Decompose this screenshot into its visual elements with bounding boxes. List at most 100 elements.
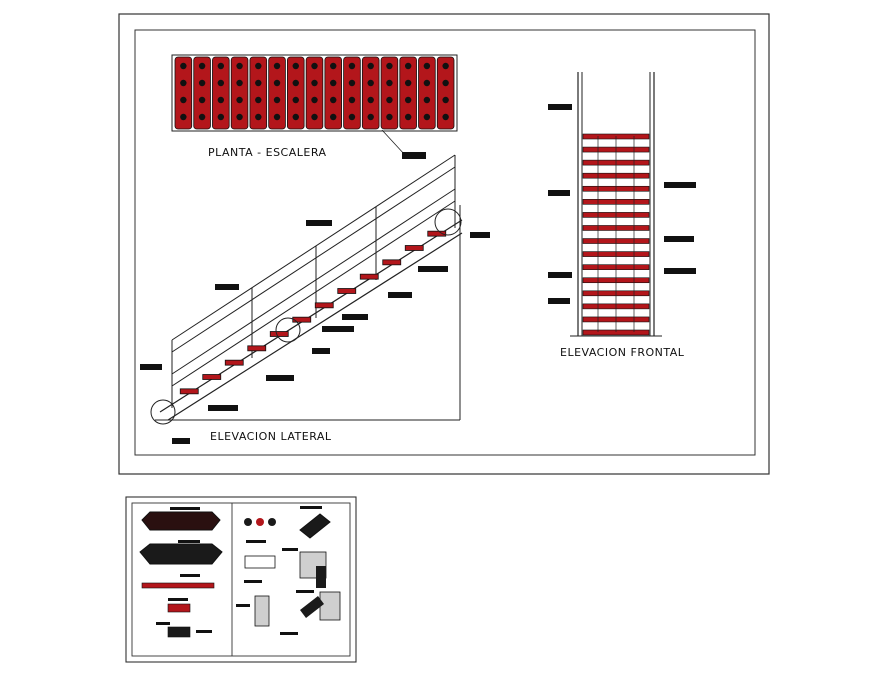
detail-sheet-outer-frame bbox=[125, 496, 357, 663]
plan-module-hole bbox=[348, 113, 356, 121]
lateral-step bbox=[269, 331, 289, 337]
frontal-title: ELEVACION FRONTAL bbox=[560, 346, 685, 359]
plan-module-hole bbox=[255, 96, 262, 104]
detail-bracket-1 bbox=[299, 513, 331, 539]
plan-module-hole bbox=[180, 79, 187, 87]
plan-module-body bbox=[193, 56, 211, 130]
plan-module-hole bbox=[311, 113, 318, 121]
callout-tag bbox=[215, 284, 239, 290]
lateral-step bbox=[224, 359, 244, 366]
detail-small-plate bbox=[167, 603, 191, 613]
detail-sheet bbox=[125, 496, 357, 663]
detail-section-2-core bbox=[316, 566, 326, 588]
plan-module bbox=[174, 56, 193, 130]
plan-module-body bbox=[380, 56, 399, 130]
callout-tag bbox=[548, 104, 572, 110]
main-sheet-inner-frame bbox=[134, 29, 756, 456]
plan-module-hole bbox=[273, 96, 281, 104]
lateral-steps bbox=[179, 230, 447, 395]
plan-module bbox=[286, 56, 305, 130]
lateral-step bbox=[179, 388, 199, 395]
plan-module-hole bbox=[404, 113, 412, 121]
plan-module-hole bbox=[273, 79, 281, 87]
detail-tag bbox=[280, 632, 298, 635]
plan-module-hole bbox=[236, 79, 243, 87]
detail-circle-bottom bbox=[150, 399, 176, 425]
plan-module-body bbox=[399, 56, 417, 130]
callout-tag bbox=[172, 438, 190, 444]
plan-module bbox=[361, 56, 380, 130]
callout-tag bbox=[266, 375, 294, 381]
detail-tag bbox=[196, 630, 212, 633]
plan-module-hole bbox=[236, 62, 243, 70]
plan-module-hole bbox=[442, 62, 449, 70]
callout-tag bbox=[664, 236, 694, 242]
detail-circle-middle bbox=[275, 317, 301, 343]
plan-module-hole bbox=[404, 96, 412, 104]
detail-bracket-2 bbox=[300, 596, 324, 618]
detail-tag bbox=[282, 548, 298, 551]
plan-module-hole bbox=[330, 62, 337, 70]
lateral-step bbox=[337, 288, 357, 294]
plan-module-body bbox=[324, 56, 343, 130]
plan-module-hole bbox=[292, 62, 299, 70]
plan-callout-tag bbox=[402, 152, 426, 159]
plan-module bbox=[230, 56, 249, 130]
plan-module bbox=[436, 56, 455, 130]
callout-tag bbox=[548, 190, 570, 196]
plan-module-body bbox=[230, 56, 249, 130]
detail-section-2 bbox=[299, 551, 327, 579]
detail-sheet-inner-frame bbox=[131, 502, 351, 657]
detail-step-profile-1 bbox=[141, 511, 221, 531]
detail-tag bbox=[156, 622, 170, 625]
lateral-step bbox=[314, 302, 334, 309]
plan-module-body bbox=[436, 56, 455, 130]
frontal-rungs bbox=[582, 133, 650, 336]
plan-module-hole bbox=[198, 113, 206, 121]
plan-outline bbox=[171, 54, 458, 132]
plan-module-hole bbox=[386, 62, 393, 70]
plan-module-body bbox=[286, 56, 305, 130]
plan-module bbox=[324, 56, 343, 130]
callout-tag bbox=[306, 220, 332, 226]
plan-module-hole bbox=[311, 62, 318, 70]
handrail-4 bbox=[171, 200, 456, 387]
plan-module-hole bbox=[180, 96, 187, 104]
detail-circle-top bbox=[434, 208, 462, 236]
plan-modules bbox=[174, 56, 455, 130]
plan-module-hole bbox=[330, 113, 337, 121]
plan-module bbox=[399, 56, 417, 130]
lateral-elevation: ELEVACION LATERAL bbox=[140, 154, 490, 444]
callout-tag bbox=[470, 232, 490, 238]
detail-bolt-2 bbox=[256, 518, 264, 526]
detail-anchor-block bbox=[167, 626, 191, 638]
plan-module-hole bbox=[367, 62, 374, 70]
plan-module-hole bbox=[386, 113, 393, 121]
plan-module bbox=[212, 56, 230, 130]
detail-tag bbox=[236, 604, 250, 607]
detail-tag bbox=[246, 540, 266, 543]
plan-module-hole bbox=[292, 113, 299, 121]
plan-module-body bbox=[174, 56, 193, 130]
lateral-step bbox=[359, 273, 379, 280]
plan-module-hole bbox=[423, 79, 431, 87]
plan-module-hole bbox=[198, 96, 206, 104]
callout-tag bbox=[140, 364, 162, 370]
callout-tag bbox=[418, 266, 448, 272]
handrail-3 bbox=[171, 188, 456, 375]
detail-bolt-3 bbox=[268, 518, 276, 526]
plan-module-hole bbox=[255, 113, 262, 121]
plan-module-hole bbox=[180, 113, 187, 121]
plan-module-hole bbox=[273, 113, 281, 121]
plan-module-hole bbox=[442, 113, 449, 121]
detail-step-profile-2 bbox=[139, 543, 223, 565]
plan-module bbox=[380, 56, 399, 130]
callout-tag bbox=[312, 348, 330, 354]
detail-tag bbox=[168, 598, 188, 601]
plan-module-body bbox=[249, 56, 268, 130]
callout-tag bbox=[548, 298, 570, 304]
detail-wall-anchor bbox=[319, 591, 341, 621]
upper-stringer bbox=[159, 219, 463, 413]
plan-module-hole bbox=[348, 96, 356, 104]
